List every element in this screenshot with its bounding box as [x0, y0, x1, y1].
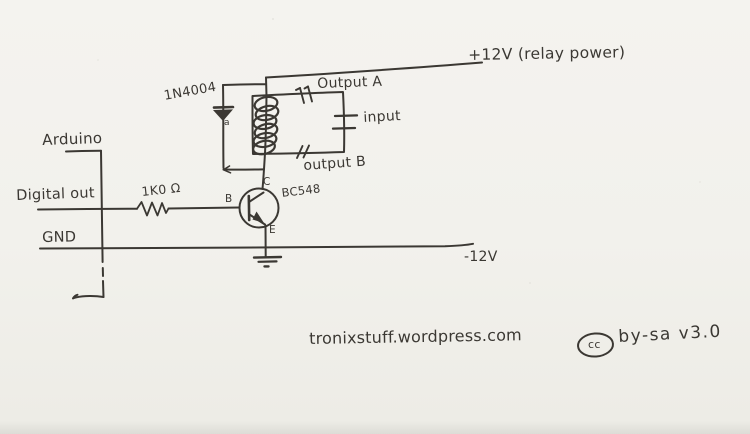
- arduino-label: Arduino: [41, 128, 103, 149]
- relay-input-label: input: [362, 108, 402, 126]
- transistor-collector-lead: [248, 191, 265, 203]
- gnd-label: GND: [41, 229, 77, 246]
- wire-positive-rail: [265, 61, 483, 79]
- diode-junction-arrow: [222, 165, 232, 174]
- relay-coil: [252, 95, 280, 156]
- negative-rail-label: -12V: [464, 249, 498, 265]
- base-pin-label: B: [225, 193, 233, 205]
- wire-diode-top: [222, 83, 267, 86]
- relay-output-a-label: Output A: [316, 73, 383, 92]
- cc-badge-circle: [577, 332, 614, 358]
- positive-rail-label: +12V (relay power): [467, 43, 626, 64]
- arduino-bracket-dash2: [102, 280, 105, 298]
- digital-out-label: Digital out: [15, 185, 96, 204]
- wire-rail-to-relay: [265, 76, 268, 97]
- wire-diode-vertical: [222, 84, 225, 169]
- emitter-pin-label: E: [269, 224, 276, 236]
- resistor-zigzag: [136, 201, 170, 217]
- arduino-bracket-vertical: [100, 149, 104, 263]
- arduino-bracket-hook: [72, 293, 105, 300]
- website-credit: tronixstuff.wordpress.com: [308, 325, 523, 348]
- relay-contact-input: [331, 114, 359, 130]
- arduino-bracket-top: [65, 149, 102, 153]
- ground-symbol: [252, 255, 283, 268]
- cc-badge-text: cc: [588, 338, 601, 351]
- transistor-emitter-arrow: [252, 211, 264, 223]
- wire-gnd-rail: [39, 242, 474, 250]
- diode-anode-label: a: [224, 118, 230, 128]
- wire-digital-out-right: [167, 206, 241, 210]
- relay-output-b-label: output B: [302, 153, 367, 174]
- wire-digital-out-left: [37, 207, 138, 211]
- collector-pin-label: C: [263, 176, 271, 188]
- wire-relay-to-collector: [261, 152, 266, 190]
- relay-contact-output-a: [295, 85, 313, 104]
- diode-triangle: [213, 109, 233, 121]
- relay-contact-output-b: [296, 144, 310, 159]
- diode-cathode-bar: [212, 105, 235, 109]
